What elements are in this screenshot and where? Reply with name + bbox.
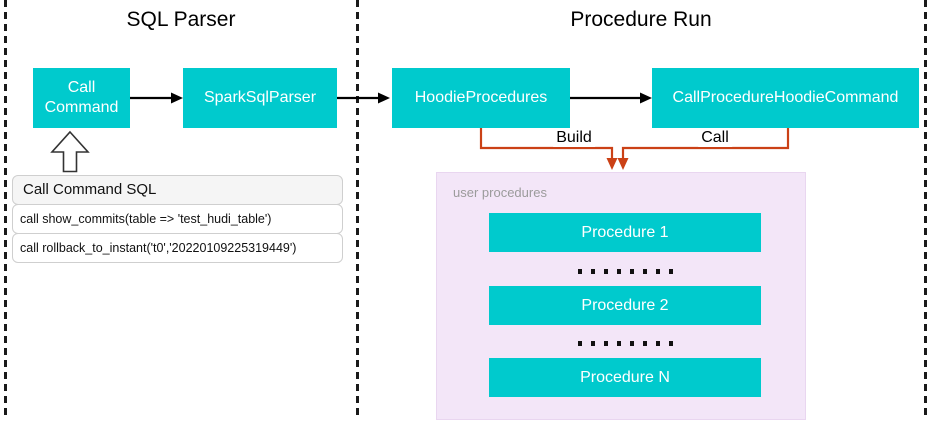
node-call-command: Call Command (33, 68, 130, 128)
hollow-up-arrow (50, 130, 90, 173)
node-spark-sql-parser: SparkSqlParser (183, 68, 337, 128)
section-title-procedure-run: Procedure Run (570, 8, 712, 31)
procedure-box-n: Procedure N (489, 358, 761, 397)
dashed-border-left (4, 0, 7, 415)
arrow-callcommand-to-sparksqlparser (130, 92, 183, 104)
ellipsis-dots (489, 267, 761, 275)
edge-label-build: Build (553, 129, 595, 147)
sql-example-row: call show_commits(table => 'test_hudi_ta… (12, 204, 343, 234)
dashed-border-right (924, 0, 927, 415)
procedure-box-1: Procedure 1 (489, 213, 761, 252)
section-title-sql-parser: SQL Parser (126, 8, 236, 31)
sql-example-row: call rollback_to_instant('t0','202201092… (12, 233, 343, 263)
call-command-sql-card: Call Command SQL call show_commits(table… (12, 175, 343, 263)
node-call-procedure-hoodie-command: CallProcedureHoodieCommand (652, 68, 919, 128)
dashed-border-divider (356, 0, 359, 415)
user-procedures-panel: user procedures Procedure 1 Procedure 2 … (436, 172, 806, 420)
ellipsis-dots (489, 339, 761, 347)
user-procedures-label: user procedures (453, 185, 547, 200)
procedure-box-2: Procedure 2 (489, 286, 761, 325)
edge-build (479, 128, 618, 170)
node-hoodie-procedures: HoodieProcedures (392, 68, 570, 128)
sql-card-header: Call Command SQL (12, 175, 343, 205)
edge-label-call: Call (698, 129, 732, 147)
arrow-hoodieprocedures-to-callprocedurecommand (570, 92, 652, 104)
arrow-sparksqlparser-to-hoodieprocedures (337, 92, 390, 104)
